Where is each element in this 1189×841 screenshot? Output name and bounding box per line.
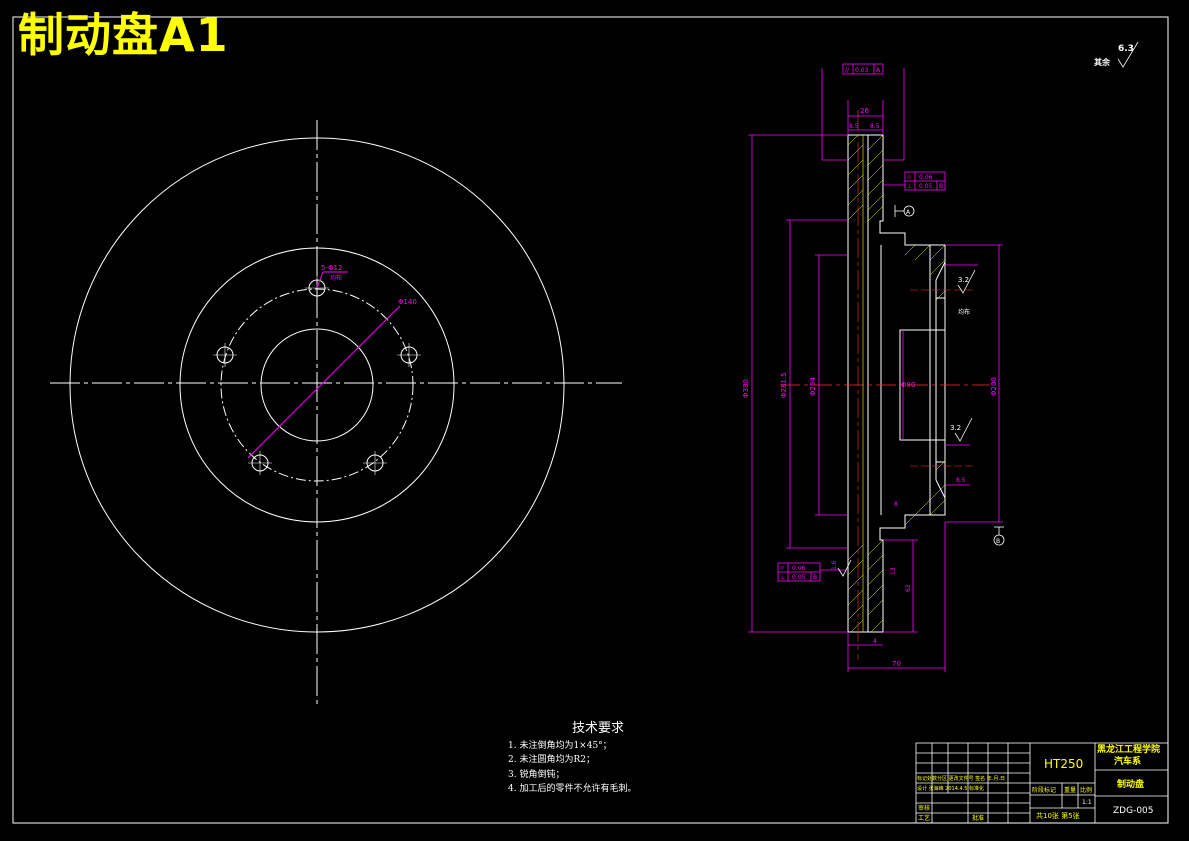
hole-note: 5-Φ12: [321, 264, 342, 272]
dim-diameter-2: Φ281.5: [780, 372, 788, 398]
tech-requirements: 技术要求 1. 未注倒角均为1×45°； 2. 未注圆角均为R2； 3. 锐角倒…: [508, 721, 658, 797]
front-view: [50, 120, 622, 708]
part-name: 制动盘: [1117, 778, 1144, 790]
dept-name: 汽车系: [1114, 755, 1141, 767]
fcf-left-datum-2: B: [813, 574, 817, 581]
surface-finish-value: 6.3: [1118, 44, 1134, 54]
roughness-3-2-top: 3.2: [958, 276, 969, 284]
dim-bore-diameter: Φ80: [901, 381, 915, 389]
fcf-right-datum-2: B: [939, 183, 943, 190]
col-weight: 重量: [1064, 786, 1076, 794]
approve-label: 批准: [972, 814, 984, 822]
dim-diameter-3: Φ254: [809, 377, 817, 396]
roughness-3-2-bottom: 3.2: [950, 424, 961, 432]
tech-requirements-heading: 技术要求: [571, 721, 624, 736]
tech-item: 2. 未注圆角均为R2；: [508, 755, 595, 765]
dim-4: 4: [873, 638, 877, 645]
roughness-marks: [837, 41, 1139, 577]
section-view: [748, 41, 1139, 672]
dim-13: 13: [890, 567, 897, 575]
pcd-label: Φ140: [398, 298, 417, 306]
drawing-border: [12, 16, 1169, 824]
dim-pad-left: 8.5: [849, 123, 859, 130]
chamfer-note: 均布: [958, 308, 970, 316]
datum-b-label: B: [996, 538, 1000, 545]
dim-8-5: 8.5: [956, 477, 966, 484]
scale-value: 1:1: [1082, 799, 1092, 806]
fcf-left-symbol-2: ⊥: [780, 574, 785, 581]
fcf-top: // 0.03 A: [842, 63, 884, 75]
section-hatching: [847, 134, 946, 633]
disc-outer-circle: [69, 137, 565, 633]
fcf-right-symbol-2: ⊥: [907, 183, 912, 190]
title-block: [915, 742, 1169, 824]
dim-62: 62: [905, 584, 912, 592]
dim-pad-right: 8.5: [870, 123, 880, 130]
sheet-info: 共10张 第5张: [1036, 811, 1080, 820]
tech-item: 3. 锐角倒钝；: [508, 769, 565, 780]
drawing-title: 制动盘A1: [18, 8, 229, 62]
fcf-right-symbol-1: ⌭: [907, 174, 912, 181]
friction-inner-circle: [179, 247, 455, 523]
pcd-dimension-line: [247, 305, 401, 459]
fcf-top-symbol: //: [845, 67, 850, 74]
datum-symbols: [894, 205, 1005, 546]
dim-hub-diameter: Φ200: [990, 377, 998, 396]
fcf-left-value-2: 0.05: [792, 574, 806, 581]
hole-center-marks: [213, 276, 421, 475]
fcf-left-symbol-1: ⌭: [780, 565, 785, 572]
dim-8: 8: [894, 501, 898, 508]
process-label: 工艺: [918, 814, 930, 822]
fcf-left-value-1: 0.06: [792, 565, 806, 572]
section-dimensions: [748, 68, 1003, 672]
col-scale: 比例: [1080, 786, 1092, 794]
material: HT250: [1044, 757, 1083, 771]
dim-1-6: 1.6: [831, 560, 838, 570]
design-row: 设计 张海峰 2014.4.5 标准化: [917, 785, 984, 792]
surface-finish-label: 其余: [1094, 57, 1111, 67]
col-stage: 阶段标记: [1032, 786, 1056, 794]
dim-total-thickness: 26: [860, 107, 869, 115]
disc-section-outline: [847, 134, 946, 633]
drawing-number: ZDG-005: [1113, 806, 1154, 816]
fcf-left: ⌭ 0.06 ⊥ 0.05 B: [777, 562, 821, 582]
revision-row: 标记处数分区 更改文件号 签名 年.月.日: [917, 775, 1005, 782]
fcf-right-value-1: 0.06: [919, 174, 933, 181]
center-bore-circle: [260, 328, 374, 442]
fcf-top-datum: A: [876, 67, 881, 74]
school-name: 黑龙江工程学院: [1097, 743, 1160, 755]
tech-item: 1. 未注倒角均为1×45°；: [508, 740, 612, 751]
dim-hub-height: 70: [892, 660, 901, 668]
fcf-top-value: 0.03: [855, 67, 869, 74]
fcf-right-value-2: 0.05: [919, 183, 933, 190]
check-label: 审核: [918, 804, 930, 812]
hole-note-sub: 均布: [330, 274, 342, 282]
datum-a-label: A: [906, 209, 911, 216]
fcf-right: ⌭ 0.06 ⊥ 0.05 B: [904, 171, 946, 191]
hole-leader: [316, 271, 324, 289]
tech-item: 4. 加工后的零件不允许有毛刺。: [508, 784, 637, 794]
dim-outer-diameter: Φ380: [742, 379, 750, 398]
